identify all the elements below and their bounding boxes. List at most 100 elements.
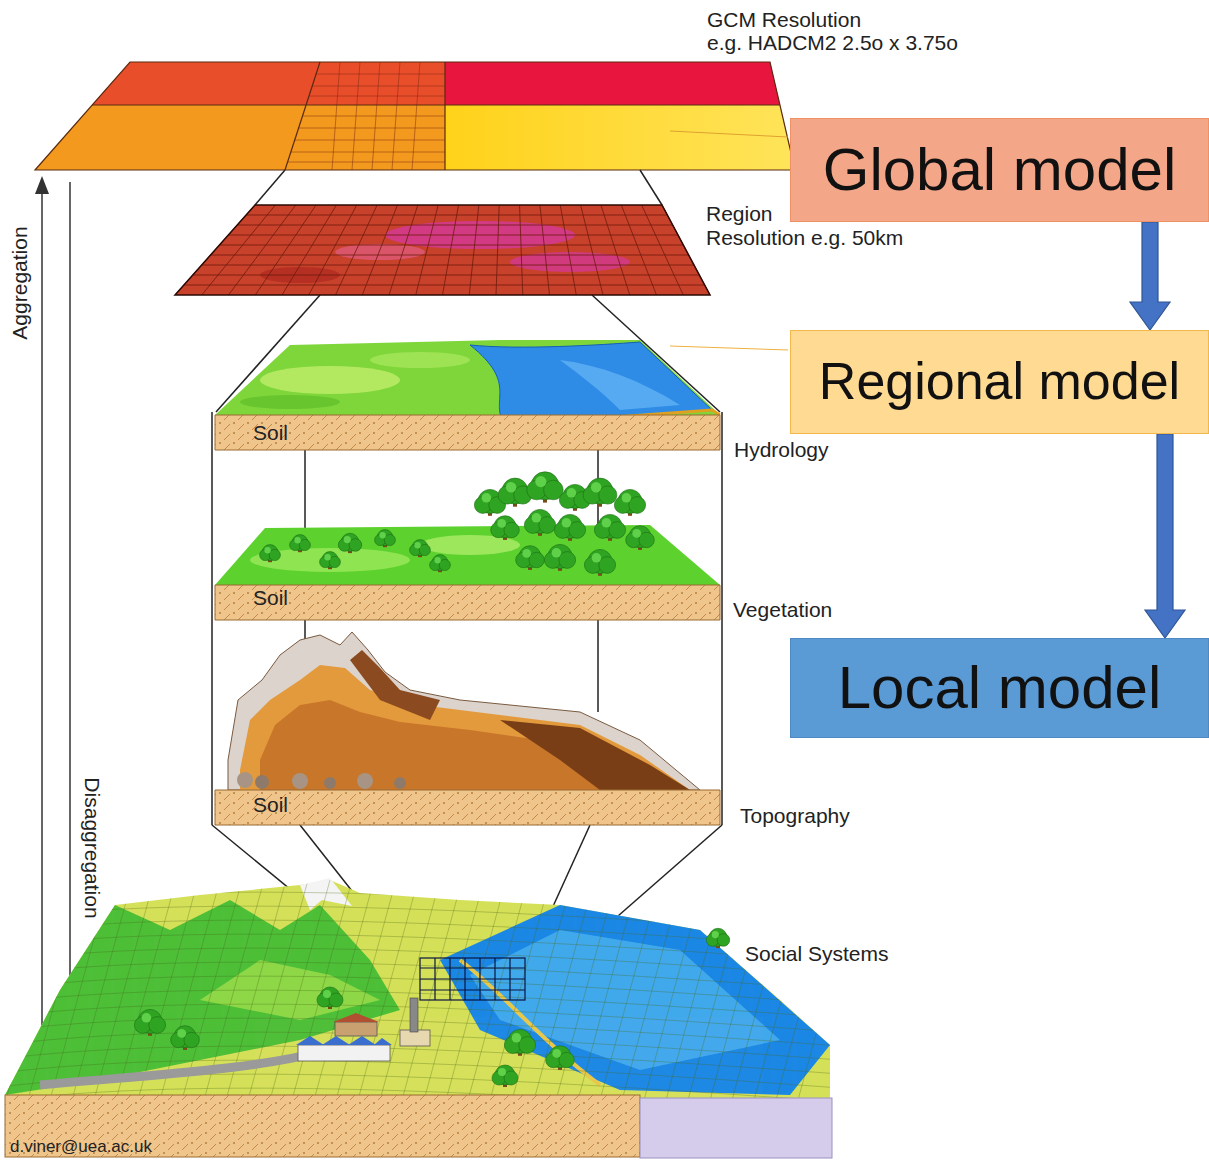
- terrain-mesh: [534, 880, 594, 1100]
- gcm-grid: [270, 128, 445, 129]
- gcm-grid: [270, 86, 445, 87]
- tree: [349, 539, 362, 552]
- landscape: [410, 998, 418, 1032]
- region-grid: [184, 285, 705, 286]
- gcm-grid: [270, 152, 445, 153]
- gcm-grid: [392, 62, 400, 170]
- resolution-note: Resolution e.g. 50km: [706, 226, 903, 250]
- tree: [535, 476, 546, 487]
- tree: [562, 518, 572, 528]
- region-grid: [540, 205, 550, 295]
- zoom-line: [304, 450, 306, 528]
- gcm-plane: [35, 62, 795, 170]
- region-grid: [443, 205, 459, 295]
- topography-layer: [357, 773, 373, 789]
- terrain-mesh: [666, 880, 726, 1100]
- resolution-note: GCM Resolution: [707, 8, 861, 32]
- resolution-note: e.g. HADCM2 2.5o x 3.75o: [707, 31, 958, 55]
- zoom-grid: [420, 967, 525, 968]
- leader-line: [670, 346, 788, 350]
- tree: [532, 513, 542, 523]
- resolution-note: Region: [706, 202, 773, 226]
- aggregation-arrow: [41, 190, 43, 1025]
- terrain-mesh: [0, 892, 840, 920]
- landscape: [400, 1030, 430, 1046]
- tree: [497, 519, 506, 528]
- tree: [498, 1068, 506, 1076]
- terrain-mesh: [6, 880, 66, 1100]
- vegetation-layer: [215, 525, 720, 585]
- tree: [491, 516, 520, 540]
- tree: [324, 554, 330, 560]
- tree: [567, 488, 577, 498]
- tree: [134, 1009, 165, 1035]
- tree: [264, 547, 270, 553]
- region-grid: [211, 255, 689, 256]
- tree: [410, 540, 431, 558]
- tree: [506, 482, 516, 492]
- tree: [584, 549, 615, 575]
- tree: [338, 533, 361, 553]
- topography-layer: [215, 632, 720, 825]
- gcm-plane: [285, 62, 320, 170]
- region-grid: [309, 205, 357, 295]
- topography-layer: [324, 777, 336, 789]
- tree: [512, 1033, 522, 1043]
- soil-label: Soil: [253, 421, 288, 445]
- gcm-plane: [92, 62, 445, 105]
- zoom-grid: [420, 958, 525, 1000]
- gcm-grid: [372, 62, 380, 170]
- terrain-mesh: [138, 880, 198, 1100]
- disaggregation-arrow: [63, 182, 77, 1032]
- region-grid: [469, 205, 479, 295]
- tree: [504, 1029, 535, 1055]
- landscape: [322, 1036, 350, 1045]
- aggregation-arrow: [35, 176, 49, 194]
- terrain-mesh: [336, 880, 396, 1100]
- tree: [544, 544, 575, 570]
- aggregation-arrow: [35, 176, 49, 1025]
- layer-label: Topography: [740, 804, 850, 828]
- terrain-mesh: [0, 1018, 840, 1046]
- tree: [717, 934, 730, 947]
- tree: [614, 489, 645, 515]
- tree: [527, 472, 563, 503]
- hydrology-layer: [260, 366, 400, 394]
- axis-label: Aggregation: [8, 226, 32, 339]
- author-email: d.viner@uea.ac.uk: [10, 1137, 152, 1157]
- model-box: Local model: [790, 638, 1209, 738]
- axis-label: Disaggregation: [80, 777, 104, 918]
- tree: [482, 493, 492, 503]
- tree: [552, 548, 562, 558]
- tree: [552, 1049, 561, 1058]
- gcm-grid: [332, 62, 340, 170]
- region-grid: [246, 215, 667, 216]
- terrain-mesh: [0, 880, 22, 1100]
- model-label: Global model: [823, 137, 1177, 203]
- landscape: [298, 1045, 390, 1061]
- tree: [706, 928, 729, 948]
- zoom-line: [721, 412, 723, 825]
- region-grid: [237, 225, 672, 226]
- tree: [539, 517, 556, 534]
- topography-layer: [215, 790, 720, 825]
- model-label: Local model: [838, 655, 1162, 721]
- tree: [712, 931, 719, 938]
- zoom-grid: [420, 989, 525, 990]
- vegetation-layer: [215, 472, 720, 620]
- landscape: [5, 1095, 640, 1157]
- hydrology-layer: [560, 360, 680, 410]
- topography-layer: [255, 775, 269, 789]
- region-grid: [202, 265, 694, 266]
- terrain-mesh: [314, 880, 374, 1100]
- terrain-mesh: [28, 880, 88, 1100]
- hydrology-layer: [215, 415, 720, 450]
- gcm-plane: [35, 105, 445, 170]
- tree: [320, 552, 341, 570]
- tree: [344, 536, 351, 543]
- tree: [177, 1029, 186, 1038]
- topography-layer: [240, 665, 690, 790]
- gcm-grid: [270, 116, 445, 117]
- terrain-mesh: [798, 880, 858, 1100]
- tree: [519, 1037, 536, 1054]
